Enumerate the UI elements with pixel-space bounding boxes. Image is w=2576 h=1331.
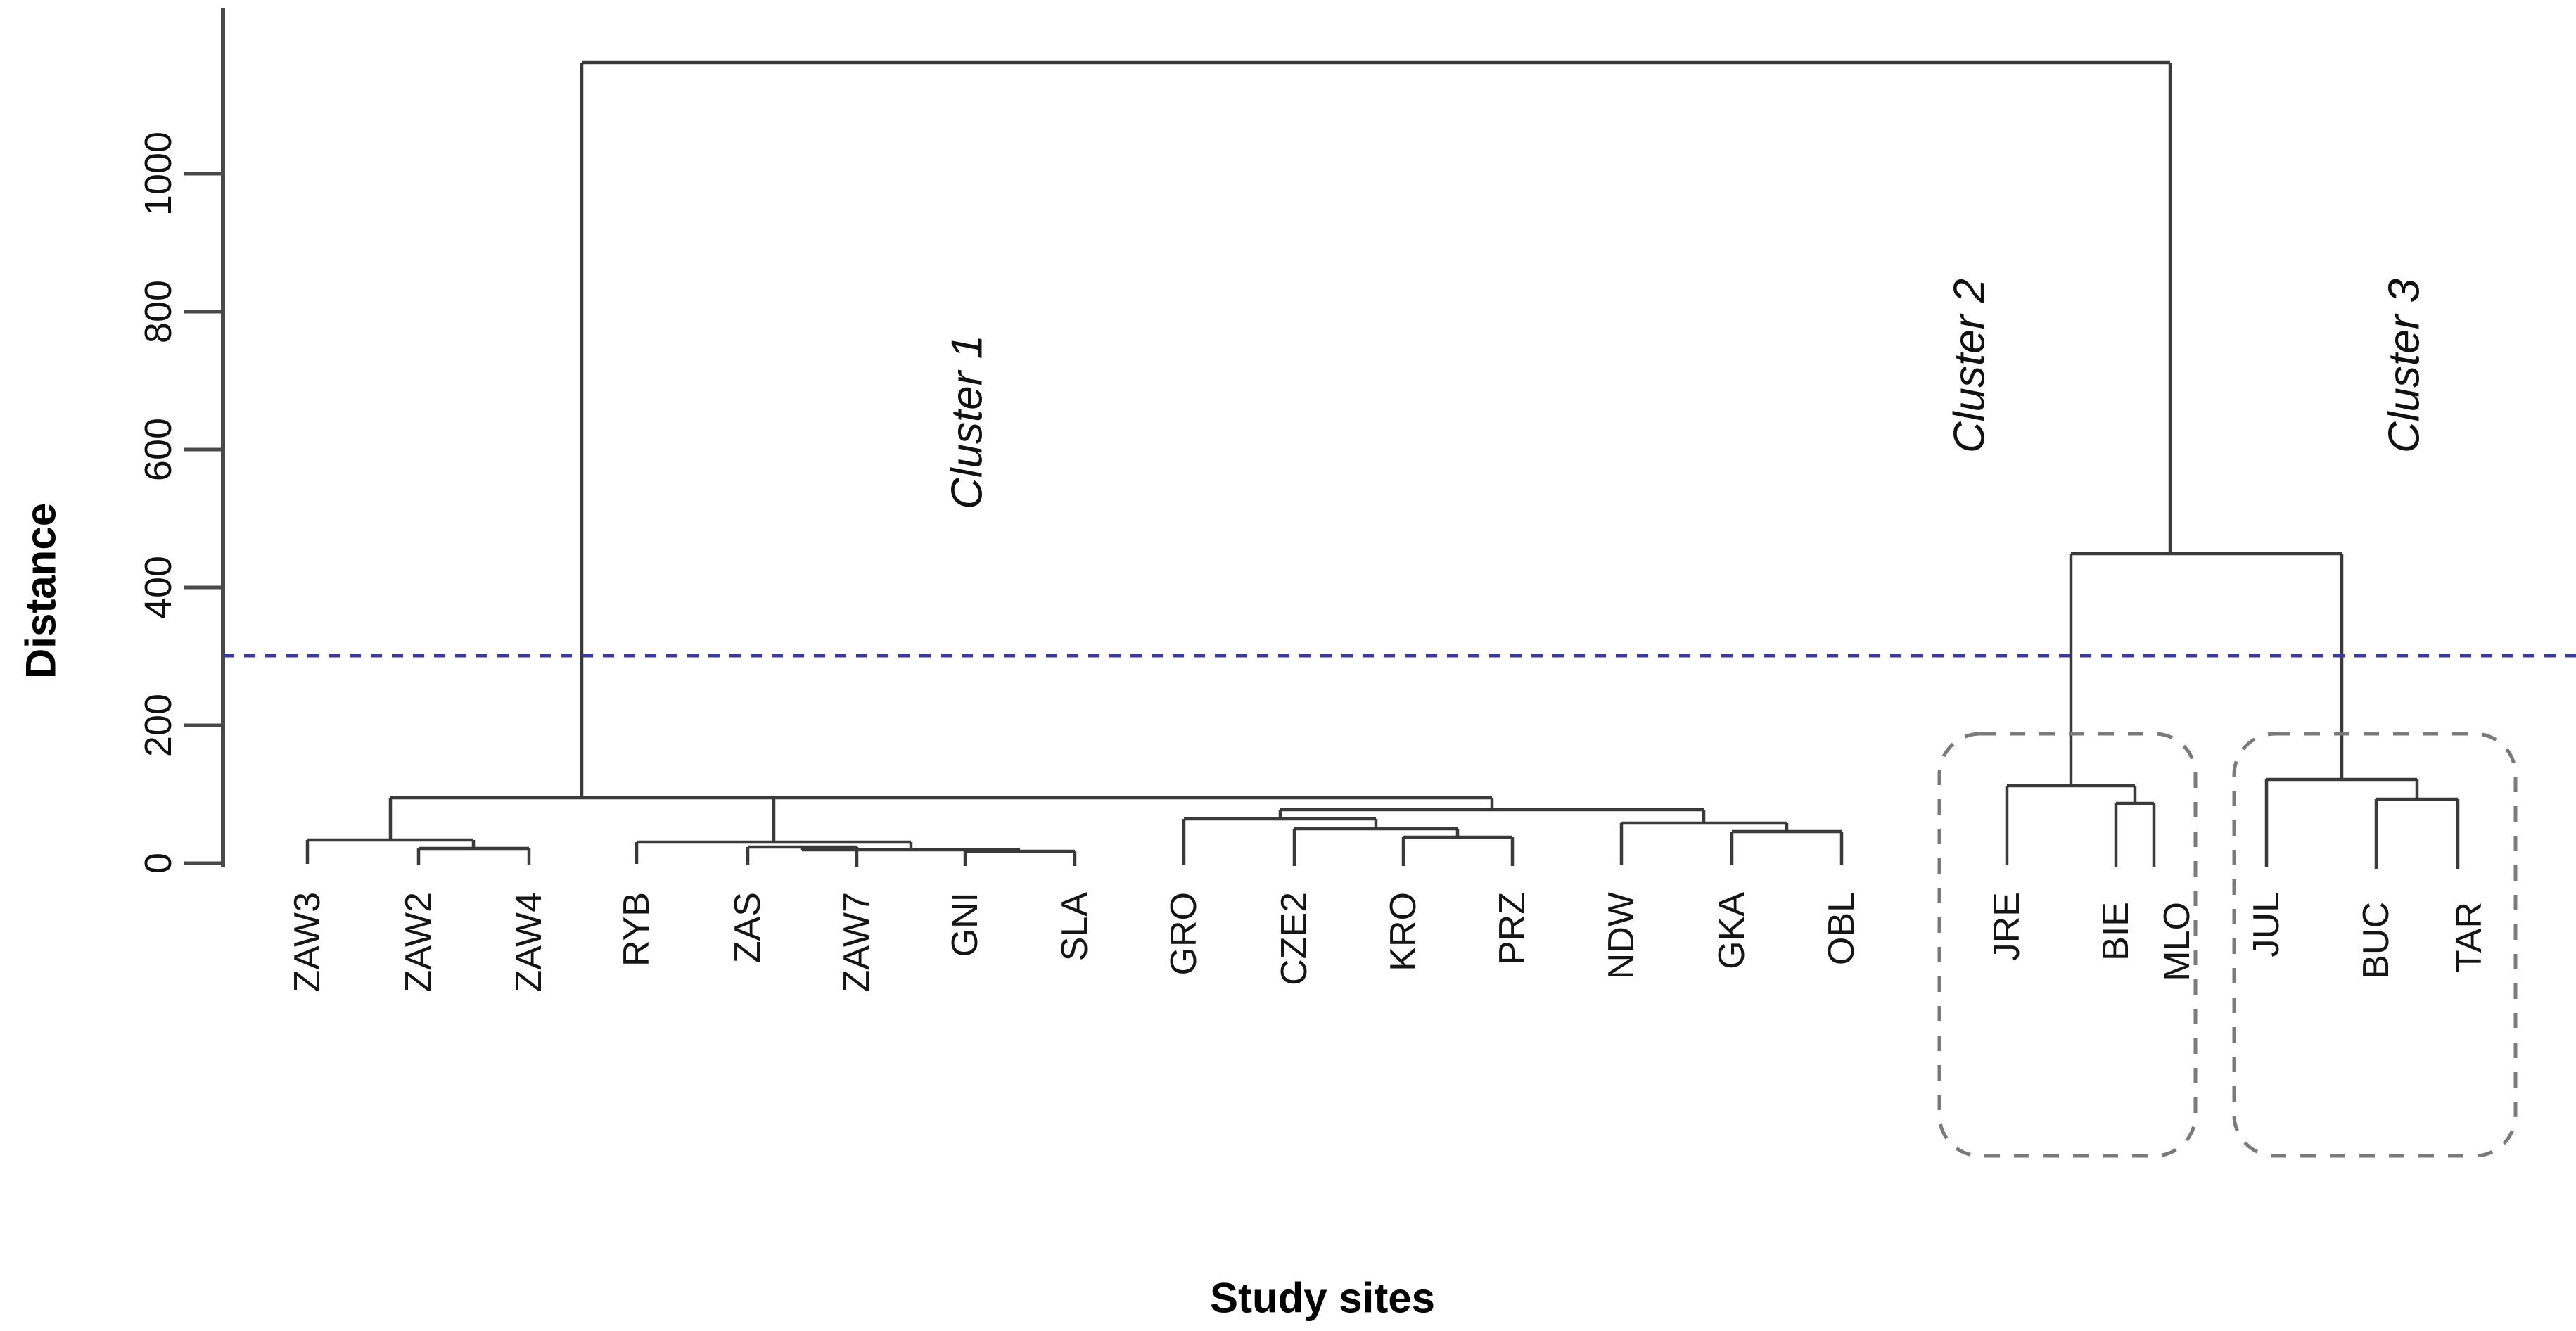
y-tick-label-800: 800 bbox=[137, 280, 179, 343]
leaf-label-GRO: GRO bbox=[1163, 892, 1204, 975]
cluster-annotations: Cluster 1 Cluster 2 Cluster 3 bbox=[943, 279, 2429, 509]
leaf-label-ZAW3: ZAW3 bbox=[287, 892, 328, 993]
leaf-label-SLA: SLA bbox=[1054, 892, 1095, 962]
leaf-label-JUL: JUL bbox=[2246, 892, 2287, 957]
leaf-label-ZAW4: ZAW4 bbox=[509, 892, 549, 993]
leaf-label-BUC: BUC bbox=[2356, 902, 2397, 979]
leaf-label-GKA: GKA bbox=[1711, 892, 1752, 969]
y-tick-label-600: 600 bbox=[137, 418, 179, 481]
leaf-label-KRO: KRO bbox=[1383, 892, 1424, 972]
leaf-label-BIE: BIE bbox=[2096, 902, 2136, 961]
cluster-1-label: Cluster 1 bbox=[943, 335, 992, 509]
y-tick-label-200: 200 bbox=[137, 694, 179, 757]
leaf-label-GNI: GNI bbox=[945, 892, 986, 957]
leaf-label-ZAW2: ZAW2 bbox=[398, 892, 439, 993]
leaf-label-ZAS: ZAS bbox=[727, 892, 768, 963]
leaf-label-TAR: TAR bbox=[2449, 902, 2489, 972]
y-tick-label-400: 400 bbox=[137, 556, 179, 619]
leaf-label-CZE2: CZE2 bbox=[1274, 892, 1315, 986]
leaf-labels: ZAW3 ZAW2 ZAW4 RYB ZAS ZAW7 GNI SLA GRO … bbox=[287, 892, 2489, 993]
y-tick-label-0: 0 bbox=[137, 853, 179, 874]
x-axis-title: Study sites bbox=[1210, 1275, 1435, 1322]
y-axis: 0 200 400 600 800 1000 Distance bbox=[18, 8, 225, 874]
cluster-3-label: Cluster 3 bbox=[2380, 279, 2429, 453]
leaf-label-RYB: RYB bbox=[616, 892, 657, 967]
cluster-3-box bbox=[2232, 732, 2518, 1158]
leaf-label-ZAW7: ZAW7 bbox=[836, 892, 877, 993]
cluster-2-label: Cluster 2 bbox=[1946, 279, 1994, 453]
leaf-label-MLO: MLO bbox=[2157, 902, 2198, 981]
leaf-label-NDW: NDW bbox=[1601, 892, 1642, 979]
leaf-label-OBL: OBL bbox=[1821, 892, 1862, 965]
dendrogram-tree bbox=[305, 60, 2460, 869]
leaf-label-JRE: JRE bbox=[1987, 892, 2027, 961]
y-axis-title: Distance bbox=[18, 503, 65, 679]
leaf-label-PRZ: PRZ bbox=[1492, 892, 1533, 965]
y-tick-label-1000: 1000 bbox=[137, 132, 179, 216]
